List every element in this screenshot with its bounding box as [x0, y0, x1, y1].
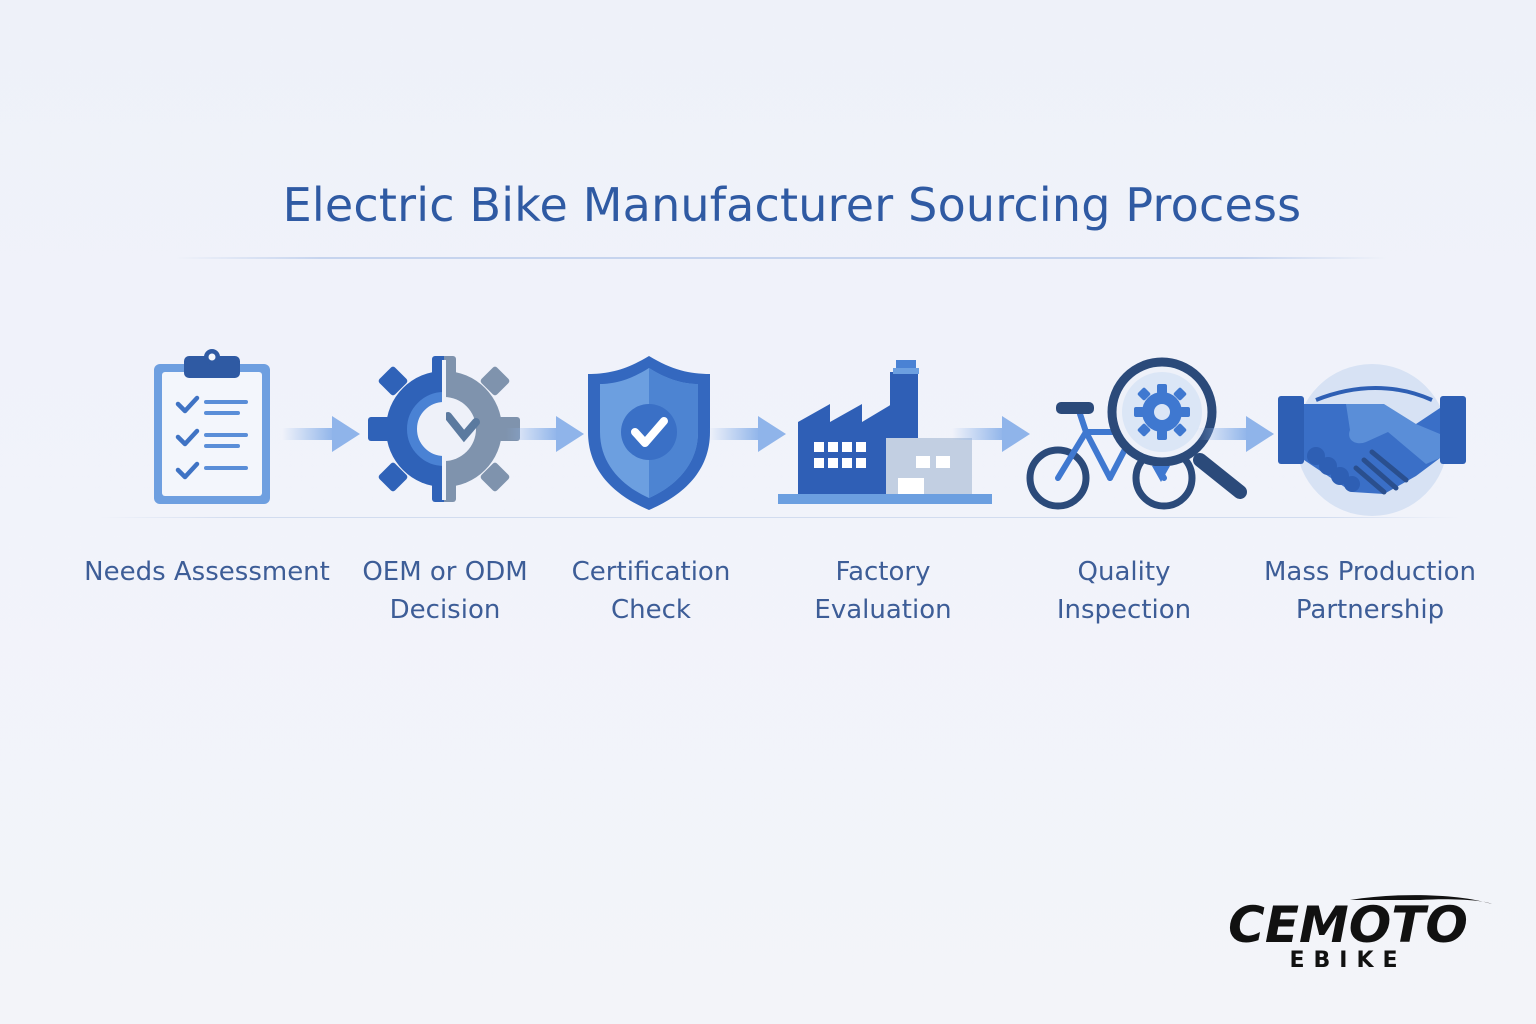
- arrow-icon: [506, 416, 584, 452]
- brand-logo: CEMOTO: [1228, 895, 1492, 954]
- arrow-icon: [282, 416, 360, 452]
- shield-check-icon: [588, 356, 710, 510]
- title-divider: [176, 257, 1386, 259]
- step-label-needs-assessment: Needs Assessment: [84, 557, 330, 587]
- step-label-factory-evaluation: Factory Evaluation: [814, 557, 952, 625]
- brand-name: CEMOTO: [1228, 896, 1468, 954]
- step-label-oem-odm-decision: OEM or ODM Decision: [362, 557, 528, 625]
- step-label-certification-check: Certification Check: [571, 557, 731, 625]
- arrow-icon: [952, 416, 1030, 452]
- arrow-icon: [1196, 416, 1274, 452]
- factory-icon: [778, 360, 992, 504]
- gear-icon: [368, 356, 520, 502]
- step-label-mass-production-partnership: Mass Production Partnership: [1263, 557, 1477, 625]
- step-label-quality-inspection: Quality Inspection: [1056, 557, 1192, 625]
- arrow-icon: [708, 416, 786, 452]
- clipboard-checklist-icon: [154, 349, 270, 504]
- baseline-divider: [100, 517, 1460, 518]
- handshake-icon: [1278, 364, 1466, 516]
- page-title: Electric Bike Manufacturer Sourcing Proc…: [282, 178, 1302, 232]
- bike-magnifier-icon: [1026, 357, 1247, 510]
- brand-subtitle: EBIKE: [1289, 948, 1407, 973]
